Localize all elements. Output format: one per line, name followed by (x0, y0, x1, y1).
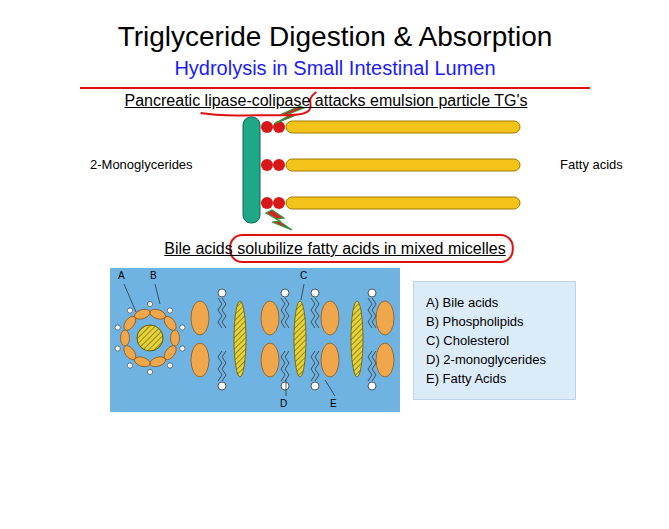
fatty-chain (281, 298, 285, 328)
callout-letter: B (150, 270, 157, 282)
title-rule (80, 87, 590, 89)
callout-letter: E (330, 398, 337, 410)
fatty-chain (218, 351, 222, 381)
fatty-chain (372, 298, 376, 328)
section-heading: Pancreatic lipase-colipase attacks emuls… (125, 91, 528, 110)
fatty-chain (311, 298, 315, 328)
bile-acid-shape (121, 330, 130, 346)
lipase-cleavage-bolt (266, 106, 304, 230)
polar-head (167, 363, 172, 368)
polar-head (115, 346, 120, 351)
fatty-chain (315, 351, 319, 381)
legend-entry: D) 2-monoglycerides (426, 351, 563, 370)
slide-title: Triglyceride Digestion & Absorption (118, 20, 553, 54)
phospholipid-head (368, 382, 376, 390)
bile-acid-shape (162, 314, 179, 332)
phospholipid-head (281, 382, 289, 390)
phospholipid-head (311, 289, 319, 297)
polar-head (147, 369, 152, 374)
callout-letter: C (300, 270, 307, 282)
fatty-chain (285, 298, 289, 328)
fatty-chain (311, 351, 315, 381)
cholesterol-shape (234, 301, 246, 377)
callout-letter: D (280, 398, 287, 410)
bile-acid-shape (261, 343, 279, 377)
legend-entry: A) Bile acids (426, 294, 563, 313)
legend-entry: E) Fatty Acids (426, 370, 563, 389)
fatty-chain (222, 298, 226, 328)
polar-head (147, 301, 152, 306)
phospholipid-head (368, 289, 376, 297)
phospholipid-head (281, 289, 289, 297)
legend-entry: B) Phospholipids (426, 313, 563, 332)
cholesterol-shape (351, 301, 363, 377)
polar-head (127, 308, 132, 313)
fatty-chain (315, 298, 319, 328)
leader-line (301, 284, 304, 300)
polar-head (167, 308, 172, 313)
fatty-chain (218, 298, 222, 328)
phospholipid-head (218, 289, 226, 297)
part-label: Fatty acids (560, 157, 623, 173)
micelle-core (137, 325, 163, 351)
polar-head (115, 325, 120, 330)
bile-acid-shape (321, 343, 339, 377)
bile-acid-shape (191, 301, 209, 335)
bile-acid-shape (191, 343, 209, 377)
slide-subtitle: Hydrolysis in Small Intestinal Lumen (174, 56, 495, 80)
bile-acid-shape (321, 301, 339, 335)
polar-head (127, 363, 132, 368)
bile-acid-shape (376, 343, 394, 377)
bile-acid-shape (149, 355, 167, 369)
part-label: 2-Monoglycerides (90, 157, 193, 173)
bile-acid-shape (133, 307, 151, 321)
polar-head (180, 325, 185, 330)
bile-acid-shape (261, 301, 279, 335)
phospholipid-head (218, 382, 226, 390)
bile-acid-shape (376, 301, 394, 335)
section-heading: Bile acids solubilize fatty acids in mix… (164, 239, 505, 258)
leader-line (325, 380, 335, 396)
triglyceride-molecule (243, 117, 520, 223)
fatty-chain (368, 298, 372, 328)
legend-entry: C) Cholesterol (426, 332, 563, 351)
cholesterol-shape (294, 301, 306, 377)
bile-acid-shape (171, 330, 180, 346)
leader-line (155, 284, 160, 304)
mixed-micelle-illustration (110, 268, 400, 412)
bile-acid-shape (121, 344, 138, 362)
phospholipid-head (311, 382, 319, 390)
polar-head (180, 346, 185, 351)
legend-box: A) Bile acidsB) PhospholipidsC) Choleste… (413, 281, 576, 400)
fatty-chain (281, 351, 285, 381)
leader-line (124, 284, 136, 312)
fatty-chain (372, 351, 376, 381)
callout-letter: A (118, 270, 125, 282)
fatty-chain (222, 351, 226, 381)
fatty-chain (285, 351, 289, 381)
fatty-chain (368, 351, 372, 381)
leader-line (286, 380, 287, 396)
